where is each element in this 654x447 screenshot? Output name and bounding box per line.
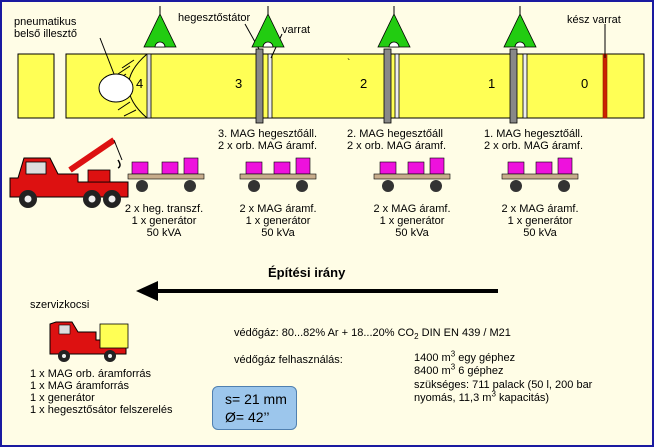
cart-icon-1 — [127, 157, 205, 192]
cart-4-line3: 50 kVa — [523, 227, 557, 239]
gas-value-sub: 2 — [414, 332, 419, 342]
svg-text:`: ` — [347, 57, 350, 69]
pipe-main — [65, 53, 645, 119]
cart-1-line1: 2 x heg. transzf. — [124, 203, 204, 215]
consumption-line1-sup: 3 — [450, 349, 456, 359]
service-item-3: 1 x generátor — [30, 392, 95, 404]
cart-3-line2: 1 x generátor — [379, 215, 445, 227]
consumption-line3: szükséges: 711 palack (50 l, 200 bar — [414, 379, 593, 391]
welding-station-2-bar — [383, 48, 392, 124]
consumption-line4-b: kapacitás) — [495, 392, 550, 404]
pipe-thickness: s= 21 mm — [225, 391, 287, 407]
station-1-line1: 1. MAG hegesztőáll. — [484, 128, 584, 140]
finished-seam-label: kész varrat — [567, 14, 621, 26]
segment-number-2: 2 — [360, 76, 368, 91]
pneumatic-label-line1: pneumatikus — [14, 16, 77, 28]
welding-station-1-bar — [509, 48, 518, 124]
cart-2-line2: 1 x generátor — [245, 215, 311, 227]
consumption-line1-a: 1400 m — [414, 352, 451, 364]
pipe-segment-detached — [17, 53, 55, 119]
direction-label: Építési irány — [268, 265, 346, 280]
welding-station-3-bar — [255, 48, 264, 124]
service-item-2: 1 x MAG áramforrás — [30, 380, 130, 392]
cart-2-line1: 2 x MAG áramf. — [239, 203, 317, 215]
welding-station-label: hegesztőstátor — [178, 12, 251, 24]
station-1-line2: 2 x orb. MAG áramf. — [484, 140, 584, 152]
cart-1-line3: 50 kVA — [146, 227, 182, 239]
gas-value-prefix: 80...82% Ar + 18...20% CO — [281, 327, 415, 339]
segment-number-3: 3 — [235, 76, 243, 91]
cart-3-line1: 2 x MAG áramf. — [373, 203, 451, 215]
consumption-line2-sup: 3 — [450, 362, 456, 372]
consumption-line1-b: egy géphez — [455, 352, 516, 364]
direction-arrow-icon — [136, 281, 498, 301]
cart-4-line2: 1 x generátor — [507, 215, 573, 227]
service-item-1: 1 x MAG orb. áramforrás — [30, 368, 152, 380]
pneumatic-clamp-ellipse — [98, 73, 134, 103]
station-2-line2: 2 x orb. MAG áramf. — [347, 140, 447, 152]
pneumatic-label-line2: belső illesztő — [14, 28, 77, 40]
station-2-line1: 2. MAG hegesztőáll — [347, 128, 443, 140]
consumption-line4: nyomás, 11,3 m3 kapacitás) — [414, 389, 550, 404]
gas-label: védőgáz: — [234, 327, 279, 339]
cart-3-line3: 50 kVa — [395, 227, 429, 239]
gas-line: védőgáz: 80...82% Ar + 18...20% CO2 DIN … — [234, 327, 511, 342]
consumption-line2-a: 8400 m — [414, 365, 451, 377]
consumption-line1: 1400 m3 egy géphez — [414, 349, 516, 364]
pipe-spec-box: s= 21 mm Ø= 42’’ — [212, 386, 297, 430]
cart-2-line3: 50 kVa — [261, 227, 295, 239]
cart-4-line1: 2 x MAG áramf. — [501, 203, 579, 215]
consumption-label: védőgáz felhasználás: — [234, 354, 343, 366]
service-truck-icon — [49, 321, 129, 362]
tent-icon-3 — [377, 6, 411, 48]
tent-icon-4 — [503, 6, 537, 48]
consumption-line2: 8400 m3 6 géphez — [414, 362, 504, 377]
consumption-line4-a: nyomás, 11,3 m — [414, 392, 492, 404]
seam-3 — [267, 53, 273, 119]
station-3-line1: 3. MAG hegesztőáll. — [218, 128, 318, 140]
cart-1-line2: 1 x generátor — [131, 215, 197, 227]
seam-2 — [394, 53, 400, 119]
station-3-line2: 2 x orb. MAG áramf. — [218, 140, 318, 152]
seam-label: varrat — [282, 24, 311, 36]
service-item-4: 1 x hegesztősátor felszerelés — [30, 404, 173, 416]
gas-value-suffix: DIN EN 439 / M21 — [418, 327, 511, 339]
segment-number-4: 4 — [136, 76, 144, 91]
consumption-line2-b: 6 géphez — [455, 365, 504, 377]
finished-seam — [602, 53, 608, 119]
service-title: szervizkocsi — [30, 299, 90, 311]
pipe-diameter: Ø= 42’’ — [225, 409, 270, 425]
segment-number-0: 0 — [581, 76, 589, 91]
cart-icon-4 — [501, 157, 579, 192]
segment-number-1: 1 — [488, 76, 496, 91]
tent-icon-1 — [143, 6, 177, 48]
seam-1 — [522, 53, 528, 119]
crane-truck-icon — [9, 137, 129, 208]
cart-icon-2 — [239, 157, 317, 192]
consumption-line4-sup: 3 — [491, 389, 496, 399]
cart-icon-3 — [373, 157, 451, 192]
tent-icon-2 — [251, 6, 285, 48]
